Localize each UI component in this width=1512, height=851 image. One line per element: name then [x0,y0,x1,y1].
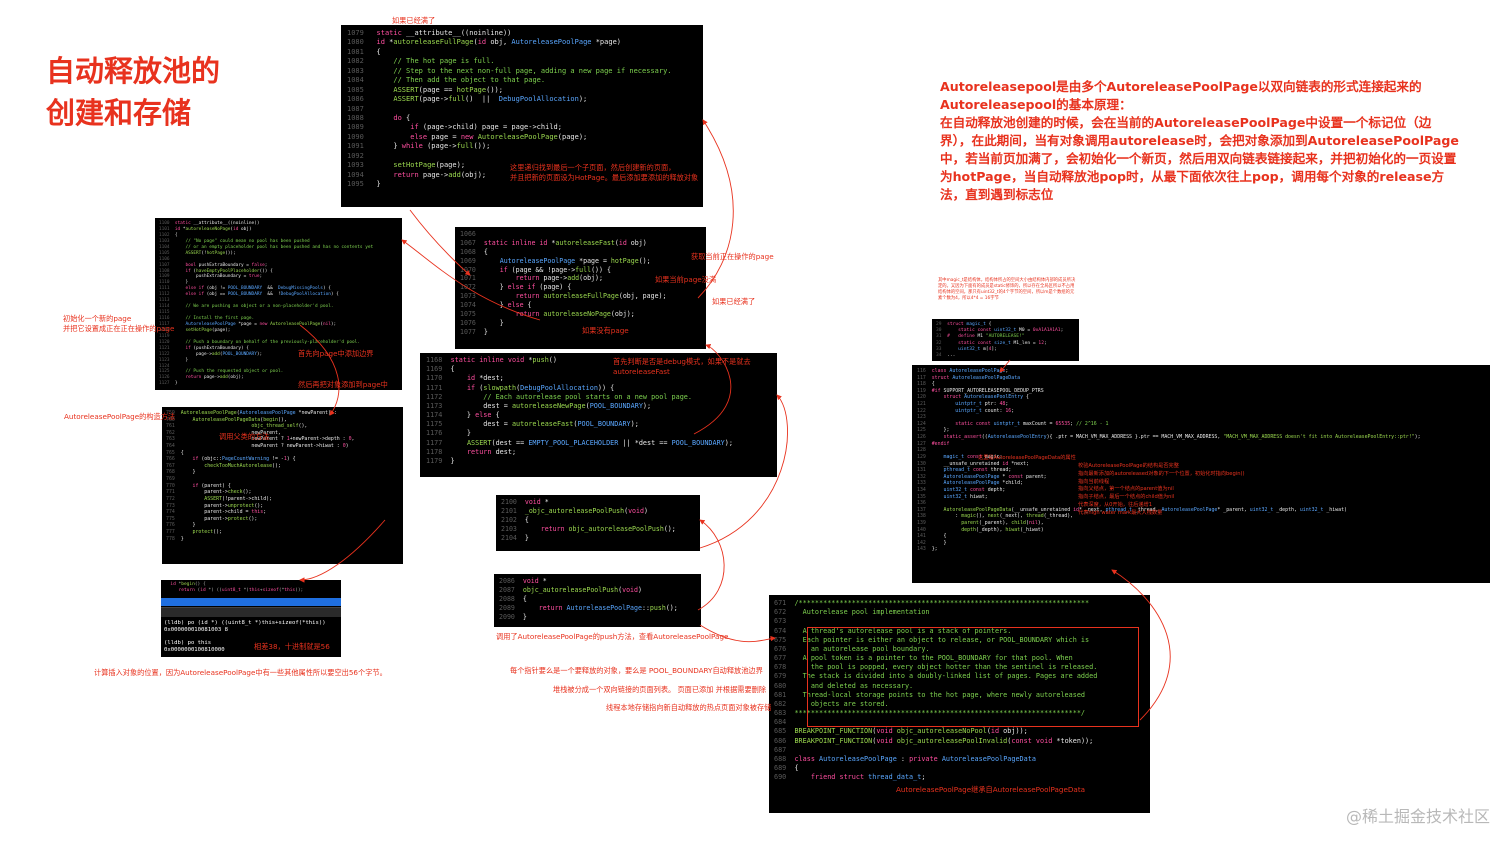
annotation-each-pointer: 每个指针要么是一个要释放的对象，要么是 POOL_BOUNDARY自动释放池边界 [510,666,763,675]
annotation-field-notes: 校验AutoreleasePoolPage的结构是否完整 指向最新添加的auto… [1078,463,1245,516]
annotation-call-push: 调用了AutoreleasePoolPage的push方法，查看Autorele… [496,632,729,641]
code-panel-objc-push-call: 2086 void * 2087 objc_autoreleasePoolPus… [494,574,701,627]
debugger-toolbar [161,606,341,617]
annotation-calc-position: 计算插入对象的位置，因为AutoreleasePoolPage中有一些其他属性所… [94,668,387,677]
annotation-stack-list: 堆栈被分成一个双向链接的页面列表。 页面已添加 并根据需要删除 [553,685,767,694]
annotation-no-page: 如果没有page [582,326,629,335]
annotation-add-boundary: 首先向page中添加边界 [298,349,374,358]
annotation-call-parent: 调用父类的方法 [219,432,270,441]
title-line-1: 自动释放池的 [46,54,221,88]
annotation-tls-note: 线程本地存储指向新自动释放的热点页面对象被存储 [606,703,772,712]
code-panel-magic-t: 29 struct magic_t { 30 static const uint… [932,319,1079,361]
watermark: @稀土掘金技术社区 [1345,807,1490,826]
comment-highlight-box [807,627,1139,727]
debugger-line-3: (lldb) po this [164,639,212,646]
debugger-panel: id *begin() { return (id *) ((uint8_t *)… [161,580,341,657]
debugger-line-2: 0x000000010081003 8 [164,627,228,634]
description-text: Autoreleasepool是由多个AutoreleasePoolPage以双… [940,79,1459,202]
debugger-source: id *begin() { return (id *) ((uint8_t *)… [170,582,304,594]
annotation-debug-first: 首先判断是否是debug模式，如果不是就去 autoreleaseFast [613,357,751,376]
annotation-then-add-obj: 然后再把对象添加到page中 [298,380,388,389]
annotation-page-not-full: 如果当前page没满 [655,275,717,284]
title-line-2: 创建和存储 [46,96,192,131]
code-panel-autorelease-full-page: 1079 static __attribute__((noinline)) 10… [341,25,703,207]
annotation-constructor: AutoreleasePoolPage的构造方法 [64,412,176,421]
page-title: 自动释放池的 创建和存储 [46,50,220,134]
debugger-line-4: 0x0000000100810000 [164,647,225,654]
annotation-already-full-2: 如果已经满了 [712,297,756,306]
debugger-line-1: (lldb) po (id *) ((uint8_t *)this+sizeof… [164,619,326,626]
code-panel-pool-page-data: 116 class AutoreleasePoolPage; 117 struc… [912,365,1490,583]
debugger-highlight-line [161,597,341,606]
annotation-page-data-struct: 这里是AutoreleasePoolPageData的属性 [978,455,1076,461]
code-panel-constructor: 759 AutoreleasePoolPage(AutoreleasePoolP… [162,407,403,564]
code-panel-objc-pool-push: 2100 void * 2101 _objc_autoreleasePoolPu… [496,495,700,551]
annotation-get-page: 获取当前正在操作的page [691,252,774,261]
annotation-diff-note: 相差38，十进制就是56 [254,642,330,651]
annotation-loop-find: 这里递归找到最后一个子页面，然后创建新的页面， 并且把新的页面设为HotPage… [510,163,699,182]
annotation-init-new-page: 初始化一个新的page 并把它设置成正在正在操作的page [63,314,175,333]
code-panel-autorelease-no-page: 1100 static __attribute__((noinline)) 11… [155,218,402,390]
arrow-pool-push-to-call [697,519,725,611]
code-panel-autorelease-fast: 1066 1067 static inline id *autoreleaseF… [455,227,706,349]
annotation-inherit-note: AutoreleasePoolPage继承自AutoreleasePoolPag… [896,785,1086,794]
code-panel-pool-implementation: 671 /***********************************… [769,595,1150,813]
annotation-magic-note: 其中magic_t是结构体，结构体所占的空间大小由结构体内部的成员所决定的。又因… [938,278,1076,302]
annotation-already-full: 如果已经满了 [392,16,436,25]
